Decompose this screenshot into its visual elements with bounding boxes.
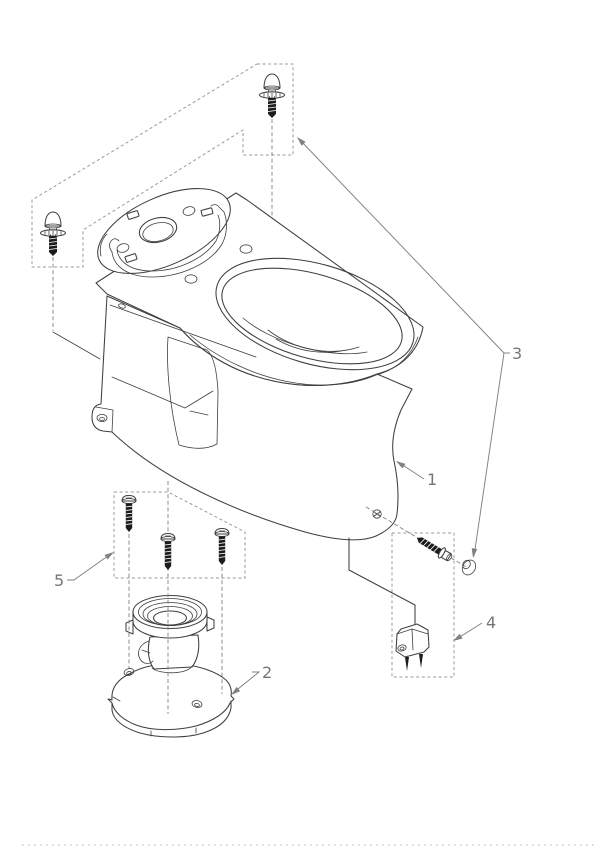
callout-5-label: 5 xyxy=(54,571,64,590)
anchor-clip-illustration xyxy=(395,623,430,671)
callout-2-label: 2 xyxy=(262,663,272,682)
side-bolt-cap xyxy=(461,559,477,576)
callout-3: 3 xyxy=(297,137,522,558)
callout-1: 1 xyxy=(396,461,437,489)
flange-screw-set xyxy=(121,494,230,571)
callout-5: 5 xyxy=(54,552,114,590)
callout-4-label: 4 xyxy=(486,613,496,632)
clip-connector-line xyxy=(348,537,416,626)
grouping-band-cap-screws xyxy=(31,63,294,268)
callout-2: 2 xyxy=(231,663,272,695)
floor-flange-illustration xyxy=(107,594,235,738)
grouping-box-anchor-clip xyxy=(391,532,455,678)
callout-1-label: 1 xyxy=(427,470,437,489)
cap-screw-left xyxy=(39,211,101,360)
grouping-box-flange-screws xyxy=(113,491,246,579)
cap-screw-top xyxy=(258,73,286,216)
side-screw xyxy=(417,537,453,562)
callout-4: 4 xyxy=(453,613,496,641)
flange-screw-3 xyxy=(214,527,230,566)
bowl-illustration xyxy=(91,188,424,541)
callout-3-label: 3 xyxy=(512,344,522,363)
side-fastener-hole xyxy=(372,509,382,519)
flange-screw-2 xyxy=(160,532,176,571)
flange-screw-1 xyxy=(121,494,137,533)
